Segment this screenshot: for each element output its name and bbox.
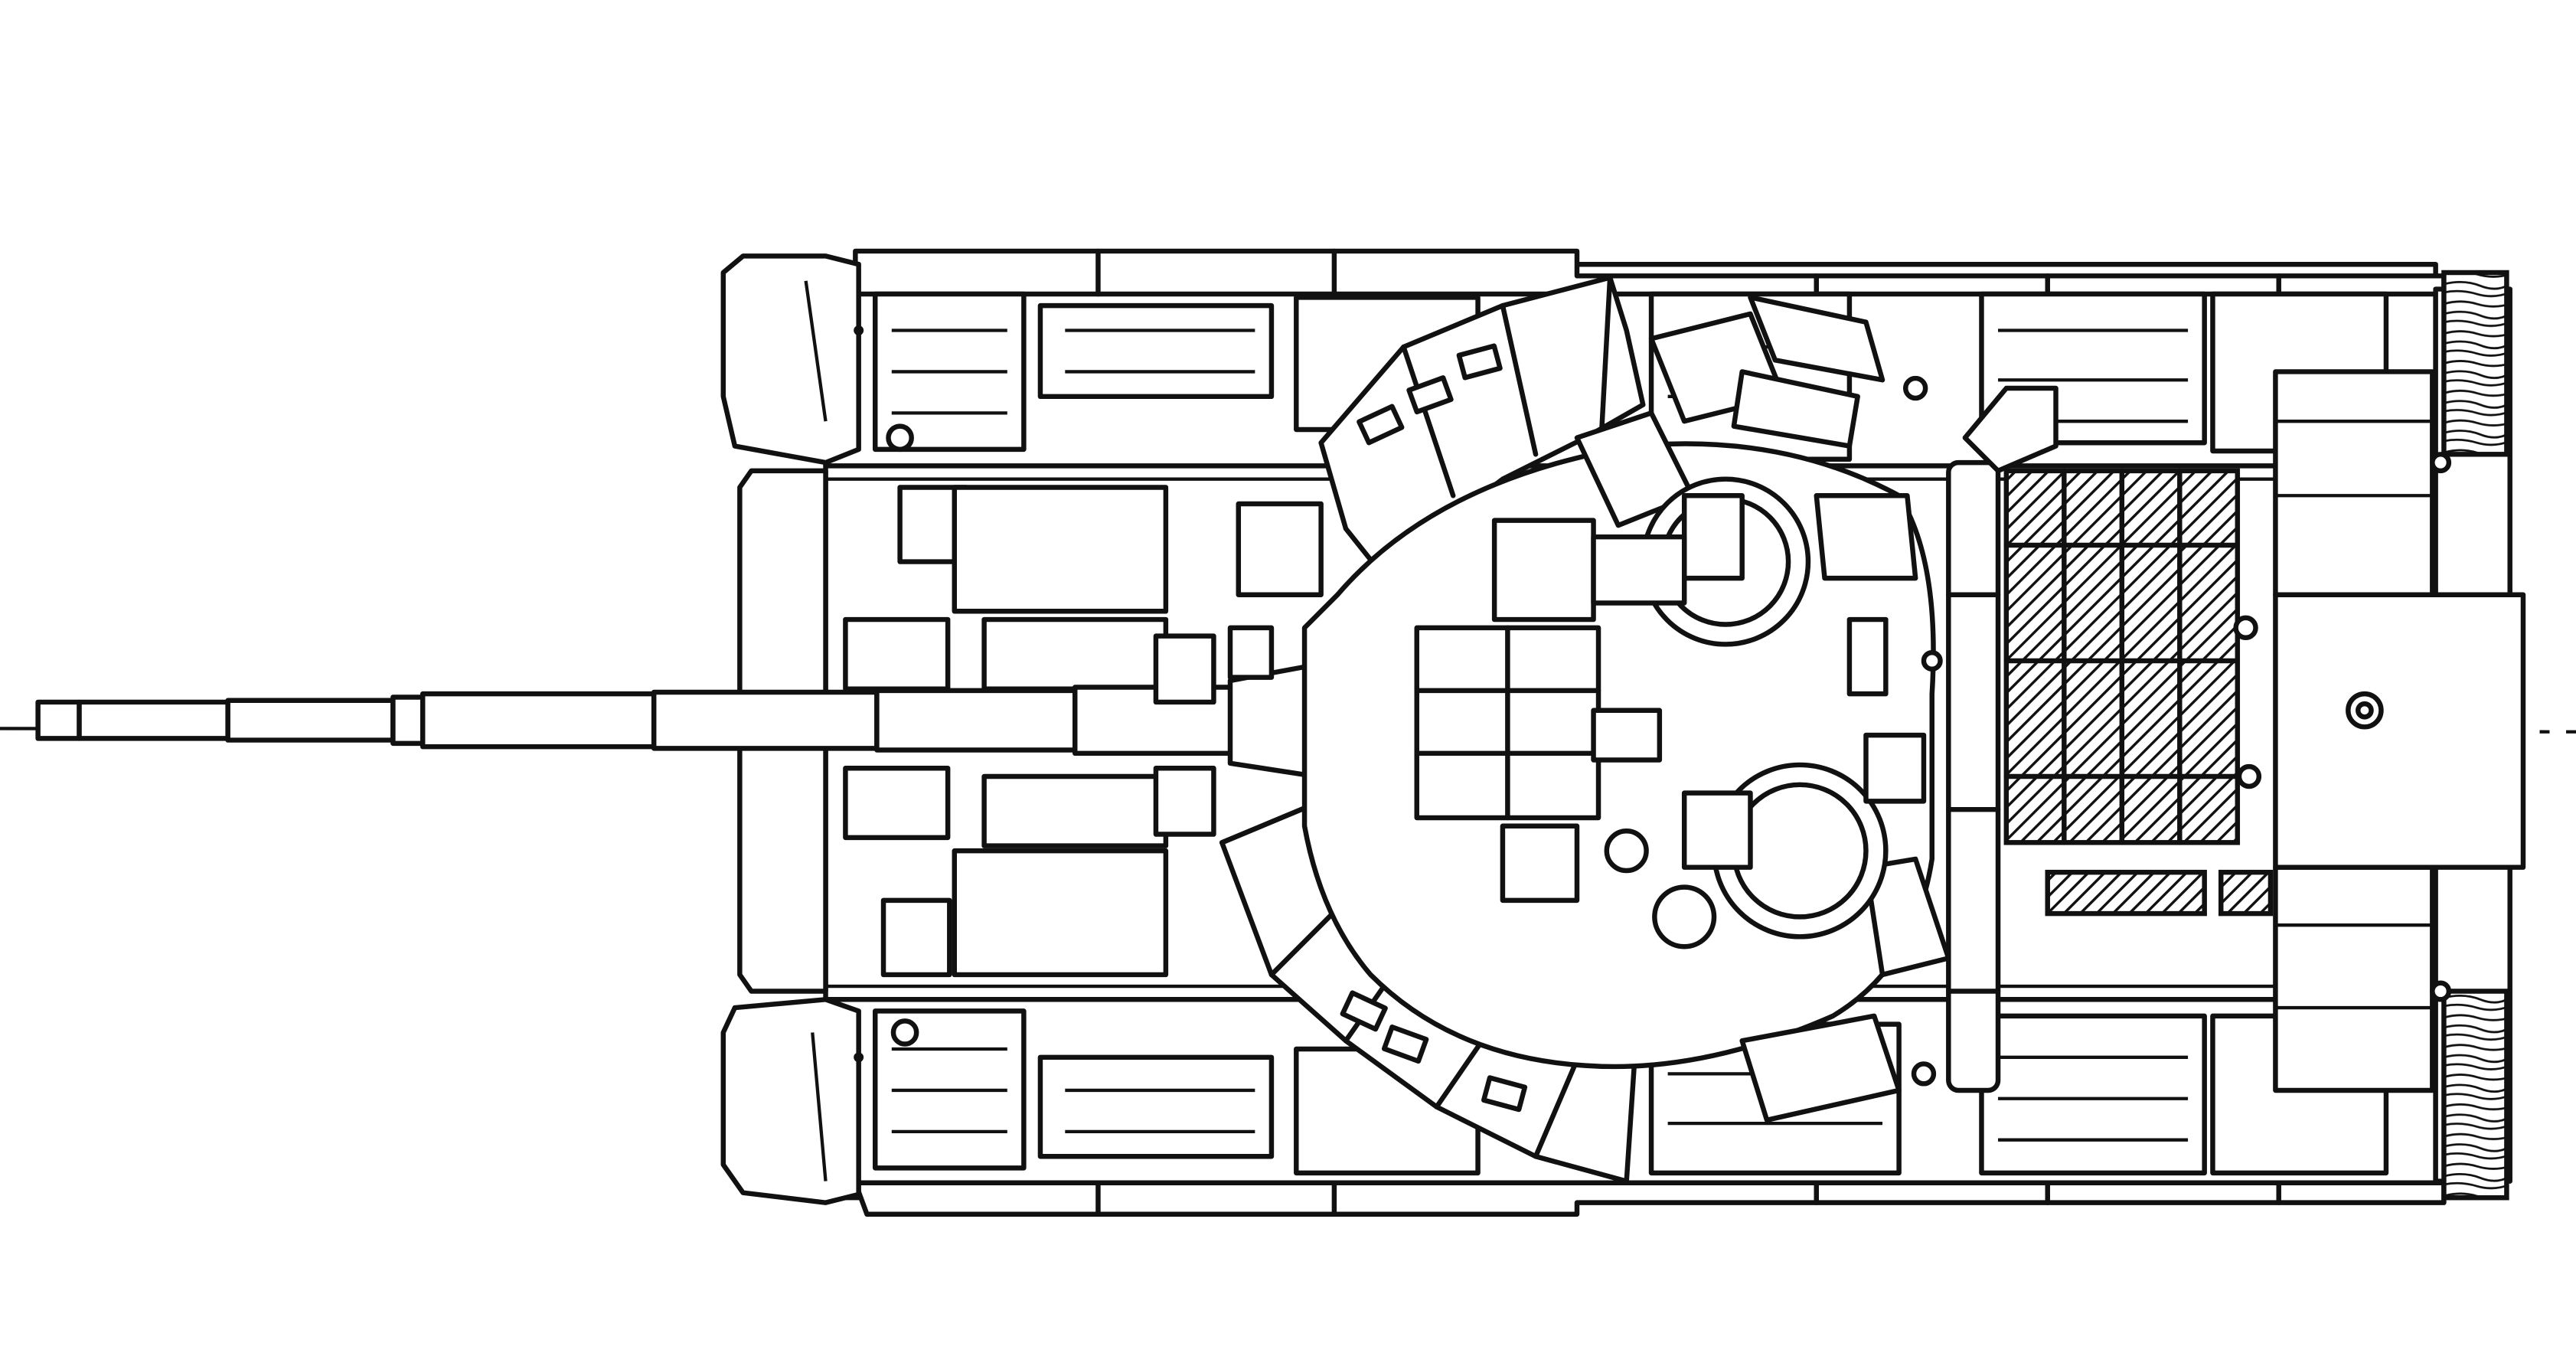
right-front-mudguard [720,997,861,1205]
engine-deck-grilles [2003,468,2274,917]
left-front-mudguard [720,253,861,466]
bolts [854,325,2452,1087]
smoke-launchers [1340,343,1528,1113]
left-rear-mudguard-wood [2441,270,2509,457]
left-rear-box [2273,369,2435,597]
right-rear-mudguard-wood [2441,989,2509,1201]
snorkel-tube [1946,459,2001,1093]
right-periscope-block [880,897,952,978]
right-rear-box [2273,864,2435,1093]
turret [1153,275,1951,1184]
roof-era-blocks [1574,295,1951,1123]
right-fender [853,1180,2447,1217]
fume-extractor [390,694,426,747]
sight-block [1414,625,1601,821]
muzzle-tip [35,699,82,741]
